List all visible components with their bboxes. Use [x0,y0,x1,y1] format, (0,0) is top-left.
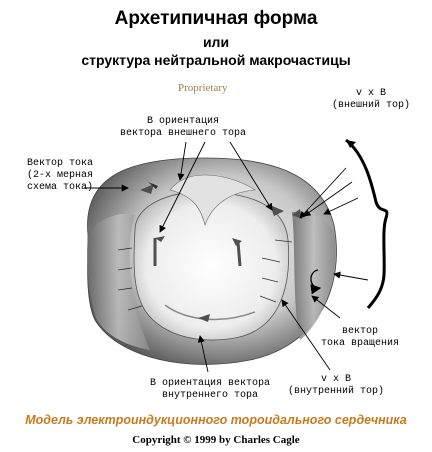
diagram-title: Архетипичная форма [114,8,318,29]
diagram-title-connector: или [202,34,230,50]
label-current-vector: Вектор тока (2-х мерная схема тока) [26,158,93,193]
label-vxb-outer-torus: v x B (внешний тор) [331,88,410,111]
rotation-current-circle-icon [310,269,322,295]
vxb-outer-waveform [345,138,389,309]
radial-field-arrows [117,239,293,311]
proprietary-stamp: Proprietary [178,82,228,94]
leader-arrows [84,141,369,373]
diagram-subtitle: структура нейтральной макрочастицы [81,52,351,68]
label-rotation-current-vector: вектор тока вращения [320,326,399,349]
inner-torus [133,174,290,341]
copyright-notice: Copyright © 1999 by Charles Cagle [132,434,300,446]
label-outer-torus-b-orientation: В ориентация вектора внешнего тора [119,116,247,139]
label-vxb-inner-torus: v x B (внутренний тор) [287,374,384,397]
model-caption: Модель электроиндукционного тороидальног… [25,413,407,427]
label-inner-torus-b-orientation: В ориентация вектора внутреннего тора [149,378,271,401]
